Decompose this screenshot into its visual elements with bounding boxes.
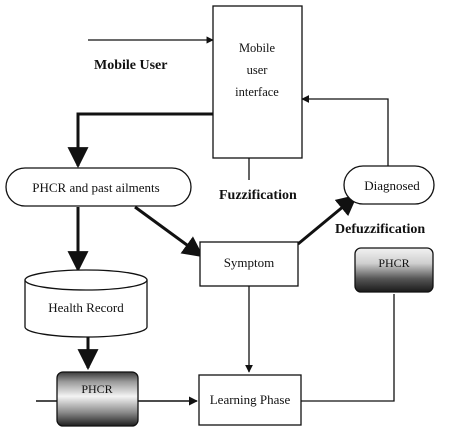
health-record-cylinder: Health Record (24, 269, 148, 338)
phcr-bottom-label: PHCR (81, 382, 112, 396)
arrow-symptom-to-diagnosed (297, 194, 358, 246)
connector-learning-to-phcr-right (301, 294, 395, 402)
fuzzification-label: Fuzzification (219, 188, 297, 203)
learning-phase-node: Learning Phase (198, 374, 302, 426)
symptom-node: Symptom (199, 241, 299, 287)
mobile-user-interface-box: Mobile user interface (212, 5, 303, 159)
learning-phase-label: Learning Phase (210, 392, 291, 407)
diagnosed-label: Diagnosed (364, 178, 420, 193)
mobile-user-label: Mobile User (94, 58, 167, 73)
diagnosed-node: Diagnosed (343, 165, 435, 205)
phcr-bottom-node: PHCR (56, 371, 139, 427)
defuzzification-label: Defuzzification (335, 222, 425, 237)
interface-line3: interface (235, 85, 279, 99)
phcr-past-label: PHCR and past ailments (32, 180, 159, 195)
connector-diagnosed-to-interface (301, 95, 389, 166)
interface-line2: user (247, 63, 269, 77)
interface-line1: Mobile (239, 41, 276, 55)
health-record-label: Health Record (48, 300, 124, 315)
arrow-phcr-past-to-symptom (134, 205, 204, 258)
symptom-label: Symptom (224, 255, 275, 270)
phcr-past-ailments-node: PHCR and past ailments (5, 167, 192, 207)
connector-interface-to-phcr-past (67, 112, 213, 169)
phcr-right-node: PHCR (354, 247, 434, 293)
phcr-right-label: PHCR (378, 256, 409, 270)
